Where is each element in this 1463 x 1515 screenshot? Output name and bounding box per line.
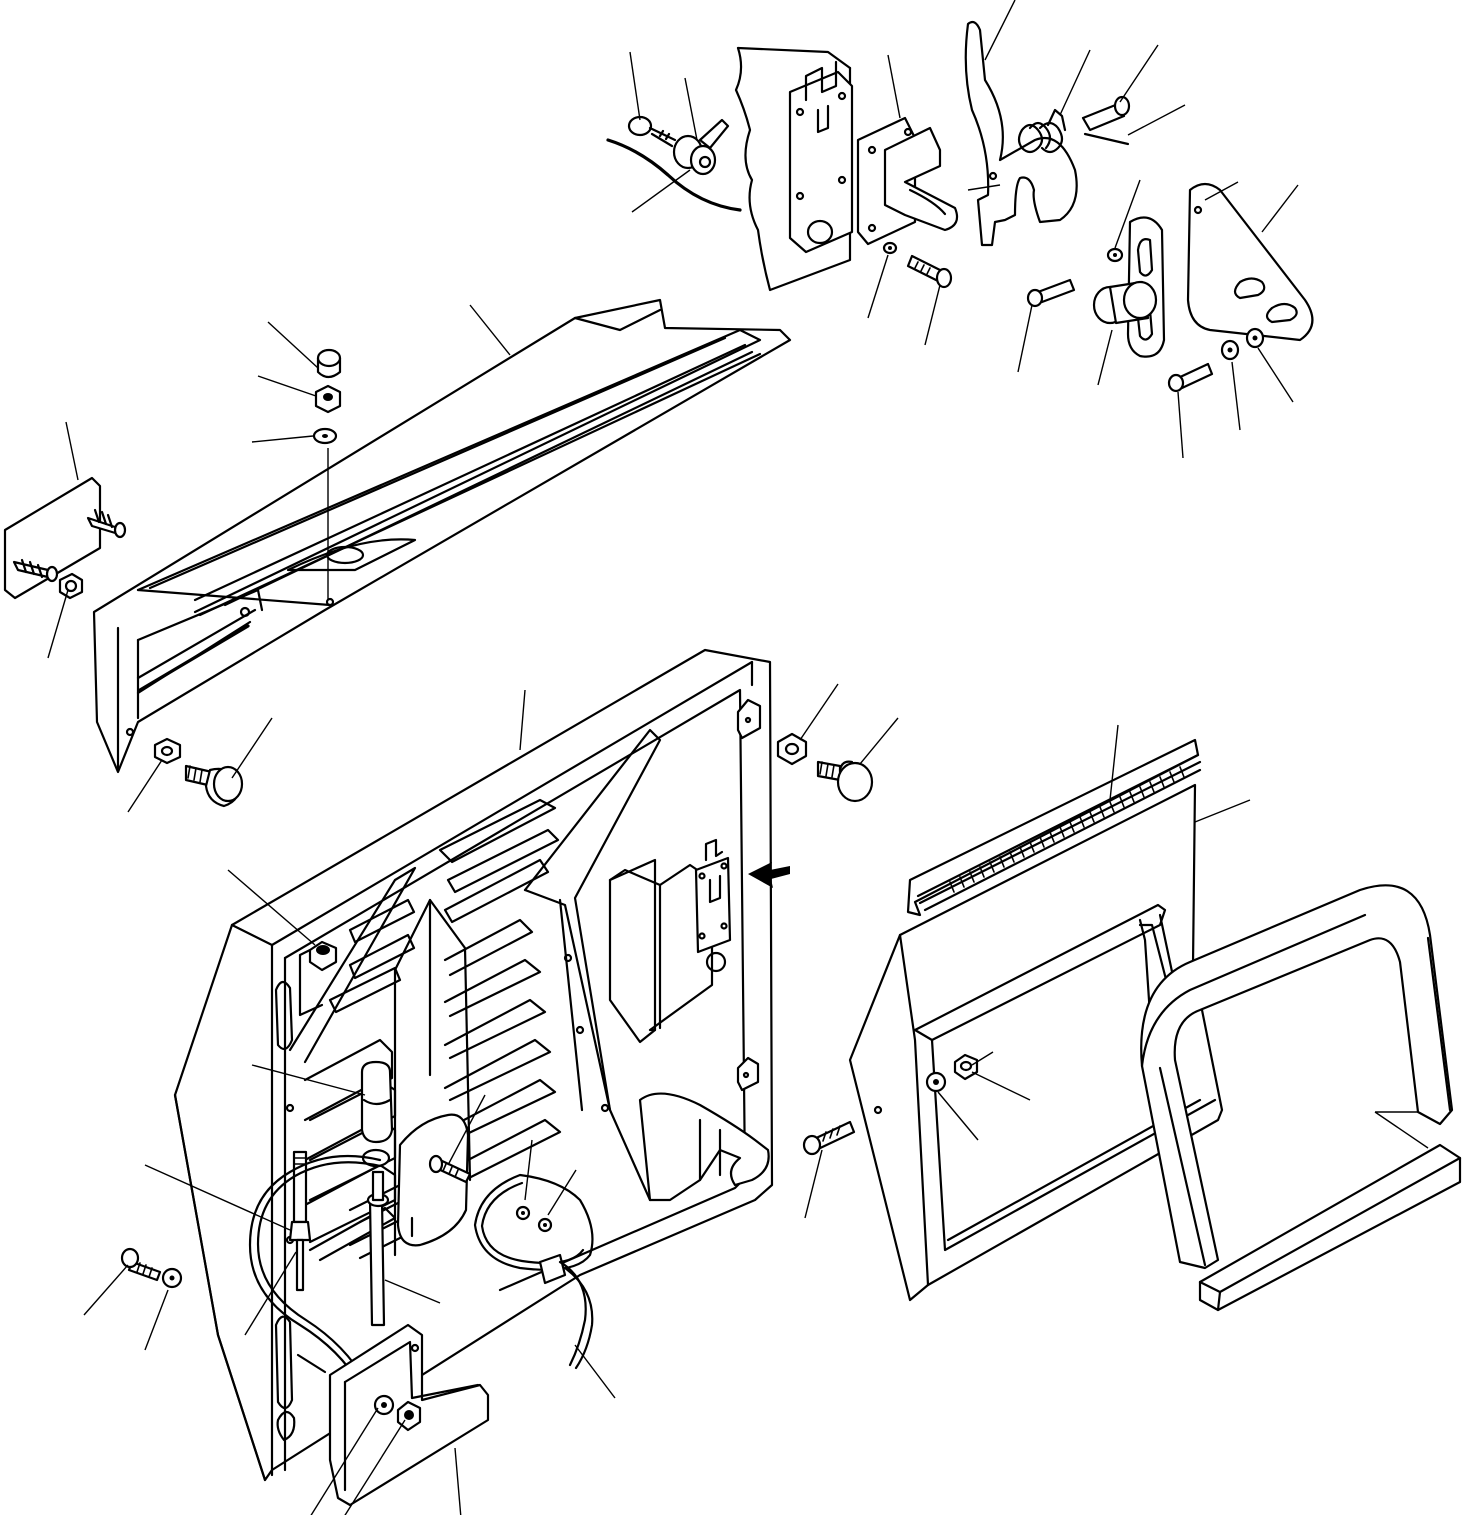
rubber-cap-part xyxy=(316,348,342,379)
shelf-nut-part xyxy=(153,737,182,765)
main-door-panel xyxy=(173,648,774,1482)
leader-lines-top-left xyxy=(47,304,511,813)
bracket-nut-part xyxy=(58,572,84,600)
panel-latch-bracket xyxy=(608,838,732,1044)
mounting-plate-part xyxy=(1186,182,1314,342)
latch-lever-part xyxy=(964,20,1078,247)
frame-washer-part xyxy=(925,1071,947,1093)
arrow-left-icon xyxy=(748,862,790,888)
seal-strip-part xyxy=(906,738,1202,917)
striker-bolt-part xyxy=(1026,278,1076,308)
lock-cylinder-part xyxy=(672,118,730,176)
handle-foot-part xyxy=(1198,1143,1462,1312)
spring-part xyxy=(1017,108,1067,154)
pull-rod-part xyxy=(366,1170,390,1327)
lock-latch-assembly xyxy=(606,20,1314,393)
shelf-bumper-part xyxy=(184,764,244,808)
oval-bracket-part xyxy=(396,1113,470,1247)
latch-washer-part xyxy=(882,241,898,255)
key-part xyxy=(627,115,677,148)
frame-bolt-part xyxy=(802,1120,856,1156)
plate-washer-part xyxy=(1220,327,1265,361)
hinge-bracket xyxy=(638,1092,770,1202)
top-shelf-panel xyxy=(92,298,792,774)
striker-washer-part xyxy=(1106,247,1124,263)
side-bracket-plate xyxy=(3,476,127,600)
frame-nut-part xyxy=(953,1053,979,1081)
panel-bumper-part xyxy=(816,760,874,803)
panel-washer-part xyxy=(161,1267,183,1289)
bracket-screw-part xyxy=(428,1154,472,1184)
leader-lines-main xyxy=(83,683,899,1515)
door-panel-section xyxy=(734,46,854,292)
grab-handle-part xyxy=(1140,884,1454,1270)
louvers-upper xyxy=(328,798,560,1014)
rod-tube-part xyxy=(288,1150,312,1292)
knob-handle-part xyxy=(360,1060,394,1144)
louvers-main xyxy=(303,918,562,1262)
pivot-pin-part xyxy=(1081,95,1131,146)
latch-bolt-part xyxy=(906,254,953,289)
panel-nut-part xyxy=(776,732,808,766)
panel-bolt-part xyxy=(120,1247,162,1282)
flat-washer-part xyxy=(312,427,338,445)
leader-lines-top xyxy=(629,0,1299,459)
lock-nut-part xyxy=(314,384,342,414)
leader-lines-right xyxy=(804,724,1429,1219)
panel-edge-part xyxy=(606,138,742,212)
striker-plate-part xyxy=(1092,216,1166,358)
plate-bolt-part xyxy=(1167,362,1214,393)
corner-nut-part xyxy=(308,940,338,972)
latch-plate-part xyxy=(856,116,959,246)
bracket-washer-part xyxy=(373,1394,395,1416)
